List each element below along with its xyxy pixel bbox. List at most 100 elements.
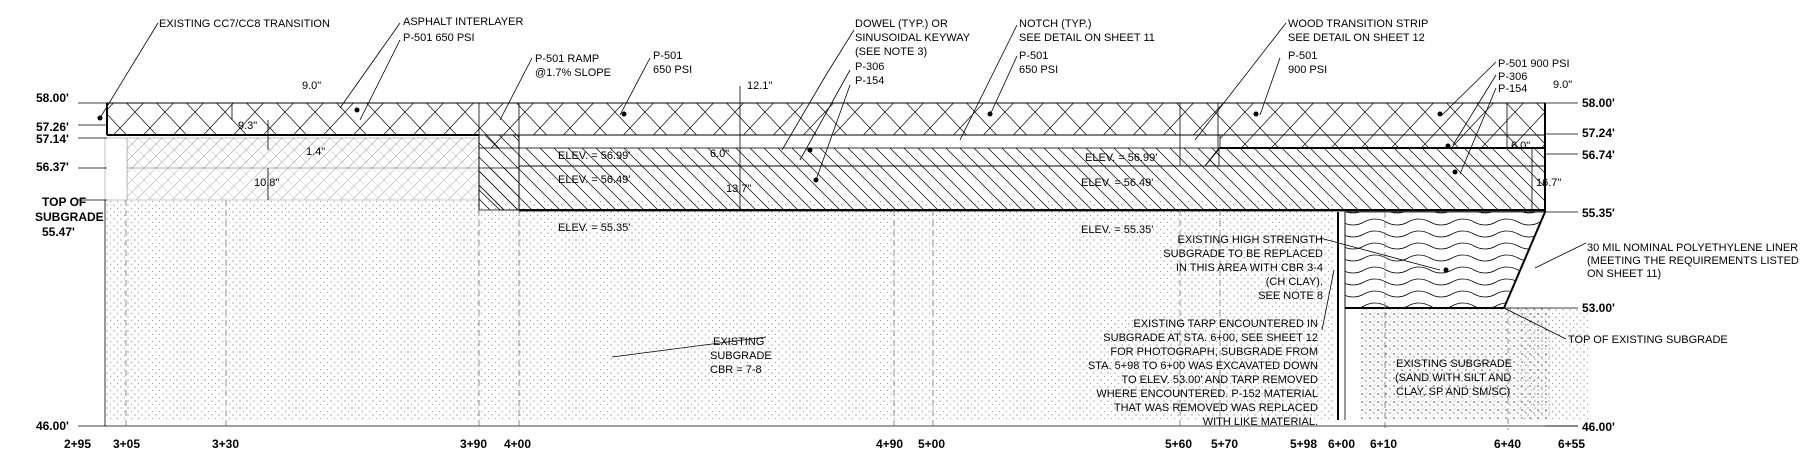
left-ruler xyxy=(78,102,107,427)
wood-strip-callout: WOOD TRANSITION STRIP xyxy=(1288,18,1428,30)
sand-subgrade-callout: EXISTING SUBGRADE xyxy=(1396,358,1512,370)
station-label: 4+00 xyxy=(504,437,531,451)
dim-13-7: 13.7" xyxy=(726,183,751,195)
elev-5547-left: 55.47' xyxy=(42,225,75,239)
base-layers xyxy=(478,134,1546,212)
station-label: 6+10 xyxy=(1370,437,1397,451)
tarp-5: TO ELEV. 53.00' AND TARP REMOVED xyxy=(1121,374,1318,386)
tarp-2: SUBGRADE AT STA. 6+00, SEE SHEET 12 xyxy=(1103,332,1318,344)
station-label: 6+00 xyxy=(1328,437,1355,451)
station-label: 4+90 xyxy=(876,437,903,451)
p501-900-callout: P-501 900 PSI xyxy=(1498,58,1570,70)
dowel-note: (SEE NOTE 3) xyxy=(855,46,927,58)
cbr-label: CBR = 7-8 xyxy=(710,364,762,376)
p501-d-callout: P-501 xyxy=(1288,50,1317,62)
dim-16-7: 16.7" xyxy=(1536,177,1561,189)
notch-callout: NOTCH (TYP.) xyxy=(1019,18,1092,30)
sand-subgrade-2: (SAND WITH SILT AND xyxy=(1395,372,1511,384)
dim-9-3: 9.3" xyxy=(238,120,257,132)
station-label: 5+70 xyxy=(1211,437,1238,451)
p306-b-callout: P-306 xyxy=(1498,71,1527,83)
p306-callout: P-306 xyxy=(855,61,884,73)
elev-46-left: 46.00' xyxy=(36,419,69,433)
elevation-notes: ELEV. = 56.99' ELEV. = 56.49' ELEV. = 55… xyxy=(558,150,1157,236)
liner-sheet: ON SHEET 11) xyxy=(1587,268,1661,280)
station-label: 3+30 xyxy=(212,437,239,451)
elev-53-right: 53.00' xyxy=(1582,301,1615,315)
elev-5535-right: 55.35' xyxy=(1582,206,1615,220)
liner-req: (MEETING THE REQUIREMENTS LISTED xyxy=(1587,255,1799,267)
dim-12-1: 12.1" xyxy=(747,80,772,92)
left-elevation-labels: 58.00' 57.26' 57.14' 56.37' TOP OF SUBGR… xyxy=(35,91,104,433)
p501-d-psi: 900 PSI xyxy=(1288,64,1327,76)
profile-lines xyxy=(106,103,1546,212)
elev-note-5649-a: ELEV. = 56.49' xyxy=(558,174,630,186)
station-label: 5+60 xyxy=(1165,437,1192,451)
p501-b-psi: 650 PSI xyxy=(653,64,692,76)
elev-5714-left: 57.14' xyxy=(36,132,69,146)
p501-c-callout: P-501 xyxy=(1019,50,1048,62)
dim-10-8: 10.8" xyxy=(254,177,279,189)
high-strength-callout: EXISTING HIGH STRENGTH xyxy=(1178,234,1324,246)
elev-5724-right: 57.24' xyxy=(1582,126,1615,140)
station-label: 6+40 xyxy=(1494,437,1521,451)
dim-6-0-b: 6.0" xyxy=(1511,140,1530,152)
top-existing-subgrade-callout: TOP OF EXISTING SUBGRADE xyxy=(1568,334,1728,346)
elev-note-5535-a: ELEV. = 55.35' xyxy=(558,222,630,234)
elev-5674-right: 56.74' xyxy=(1582,148,1615,162)
station-label: 3+90 xyxy=(460,437,487,451)
callout-dots xyxy=(97,107,1458,273)
ramp-slope-callout: @1.7% SLOPE xyxy=(535,67,611,79)
p154-b-callout: P-154 xyxy=(1498,83,1527,95)
dim-9-right: 9.0" xyxy=(1553,79,1572,91)
tarp-6: WHERE ENCOUNTERED. P-152 MATERIAL xyxy=(1096,388,1318,400)
station-labels: 2+95 3+05 3+30 3+90 4+00 4+90 5+00 5+60 … xyxy=(64,437,1585,451)
dim-9-left: 9.0" xyxy=(302,80,321,92)
high-strength-2: SUBGRADE TO BE REPLACED xyxy=(1163,248,1323,260)
elev-58-right: 58.00' xyxy=(1582,96,1615,110)
high-strength-5: SEE NOTE 8 xyxy=(1258,290,1323,302)
station-label: 2+95 xyxy=(64,437,91,451)
p501-b-callout: P-501 xyxy=(653,50,682,62)
liner-callout: 30 MIL NOMINAL POLYETHYLENE LINER xyxy=(1587,242,1798,254)
tarp-3: FOR PHOTOGRAPH, SUBGRADE FROM xyxy=(1110,346,1318,358)
p501-650-callout: P-501 650 PSI xyxy=(403,32,475,44)
station-grid xyxy=(105,200,1578,430)
tarp-4: STA. 5+98 TO 6+00 WAS EXCAVATED DOWN xyxy=(1088,360,1318,372)
station-label: 3+05 xyxy=(113,437,140,451)
notch-detail: SEE DETAIL ON SHEET 11 xyxy=(1019,32,1155,44)
right-elevation-labels: 58.00' 57.24' 56.74' 55.35' 53.00' 46.00… xyxy=(1582,96,1615,434)
station-label: 5+00 xyxy=(918,437,945,451)
p501-surface-layer xyxy=(106,102,1546,149)
callout-texts: EXISTING CC7/CC8 TRANSITION ASPHALT INTE… xyxy=(159,16,1799,428)
existing-subgrade-area xyxy=(105,200,1590,420)
tarp-8: WITH LIKE MATERIAL. xyxy=(1203,416,1318,428)
top-of-label: TOP OF xyxy=(42,195,86,209)
leader-lines xyxy=(99,22,1587,358)
elev-5726-left: 57.26' xyxy=(36,120,69,134)
elev-5637-left: 56.37' xyxy=(36,160,69,174)
dowel-keyway: SINUSOIDAL KEYWAY xyxy=(855,32,971,44)
cc7-callout: EXISTING CC7/CC8 TRANSITION xyxy=(159,18,330,30)
existing-pavement-left xyxy=(104,137,480,201)
tarp-7: THAT WAS REMOVED WAS REPLACED xyxy=(1114,402,1318,414)
elev-note-5699-a: ELEV. = 56.99' xyxy=(558,150,630,162)
elev-note-5535-b: ELEV. = 55.35' xyxy=(1081,224,1153,236)
ramp-callout: P-501 RAMP xyxy=(535,53,599,65)
asphalt-callout: ASPHALT INTERLAYER xyxy=(403,16,523,28)
dim-1-4: 1.4" xyxy=(306,146,325,158)
subgrade-label: SUBGRADE xyxy=(35,210,104,224)
p501-c-psi: 650 PSI xyxy=(1019,64,1058,76)
p154-callout: P-154 xyxy=(855,75,884,87)
elev-58-left: 58.00' xyxy=(36,91,69,105)
elev-note-5649-b: ELEV. = 56.49' xyxy=(1081,177,1153,189)
dim-6-0-a: 6.0" xyxy=(710,148,729,160)
wood-strip-detail: SEE DETAIL ON SHEET 12 xyxy=(1288,32,1425,44)
subgrade-label-2: SUBGRADE xyxy=(710,350,772,362)
tarp-callout: EXISTING TARP ENCOUNTERED IN xyxy=(1133,318,1318,330)
existing-subgrade-label: EXISTING xyxy=(713,336,764,348)
elev-note-5699-b: ELEV. = 56.99' xyxy=(1085,152,1157,164)
station-label: 6+55 xyxy=(1558,437,1585,451)
